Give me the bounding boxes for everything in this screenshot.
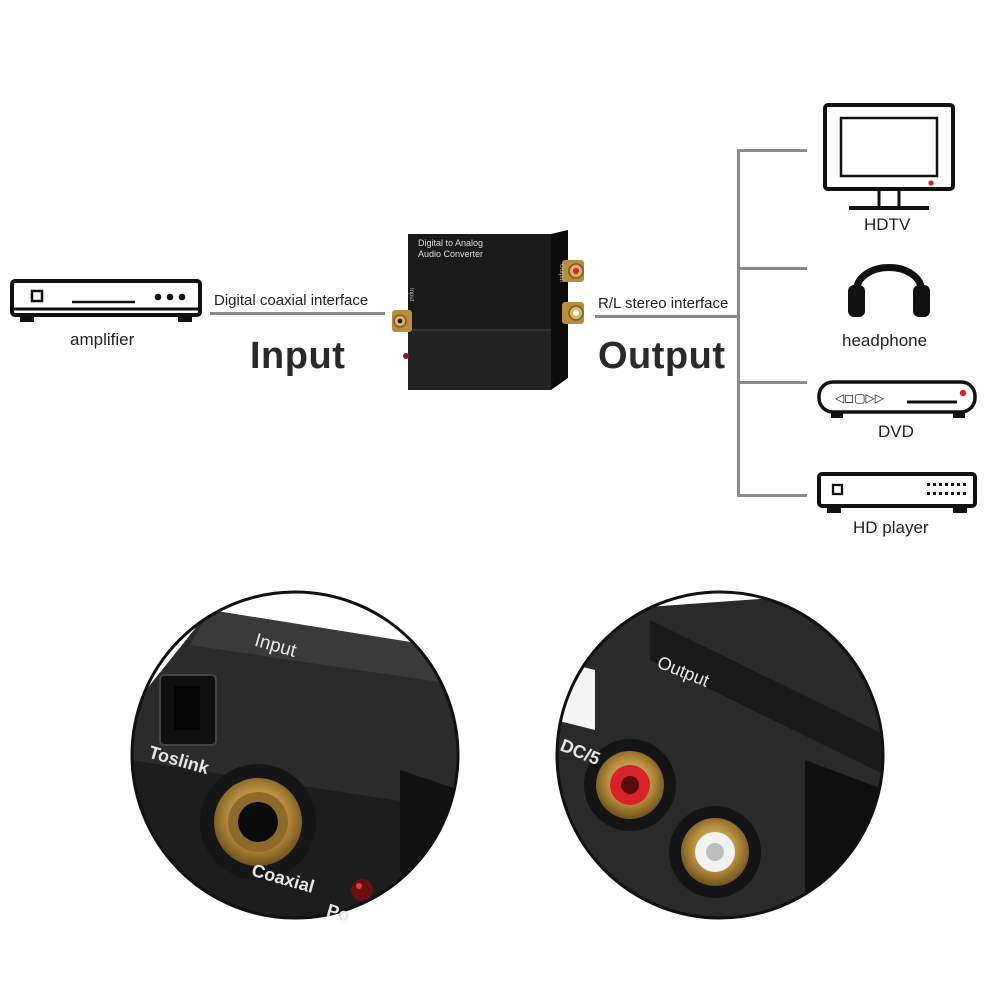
branch-line-hdtv	[737, 149, 807, 152]
input-interface-label: Digital coaxial interface	[214, 292, 369, 309]
output-interface-label: R/L stereo interface	[598, 295, 729, 312]
svg-text:◁◻▢▷▷: ◁◻▢▷▷	[834, 391, 885, 405]
converter-title-line1: Digital to Analog	[418, 238, 484, 248]
converter-device	[392, 230, 584, 390]
output-heading: Output	[598, 335, 726, 377]
converter-title-line2: Audio Converter	[418, 249, 484, 259]
input-heading: Input	[250, 335, 346, 377]
tv-icon	[823, 103, 955, 210]
input-connection-line	[210, 312, 385, 315]
output-branch-trunk	[737, 150, 740, 497]
hd-player-label: HD player	[853, 518, 929, 537]
headphone-icon	[848, 264, 930, 317]
converter-input-port-label: Input	[408, 288, 414, 302]
amplifier-label: amplifier	[70, 330, 135, 349]
amplifier-icon	[10, 279, 202, 322]
converter-title: Digital to Analog Audio Converter	[418, 238, 483, 260]
hdtv-label: HDTV	[864, 215, 911, 234]
branch-line-dvd	[737, 381, 807, 384]
branch-line-hd-player	[737, 494, 807, 497]
input-closeup-photo	[130, 590, 460, 920]
converter-output-port-label: Output	[558, 264, 564, 283]
output-connection-line	[595, 315, 740, 318]
output-closeup-photo	[555, 590, 885, 920]
headphone-label: headphone	[842, 331, 928, 350]
dvd-label: DVD	[878, 422, 914, 441]
branch-line-headphone	[737, 267, 807, 270]
dvd-player-icon: ◁◻▢▷▷	[817, 380, 977, 418]
hd-player-icon	[817, 472, 977, 513]
